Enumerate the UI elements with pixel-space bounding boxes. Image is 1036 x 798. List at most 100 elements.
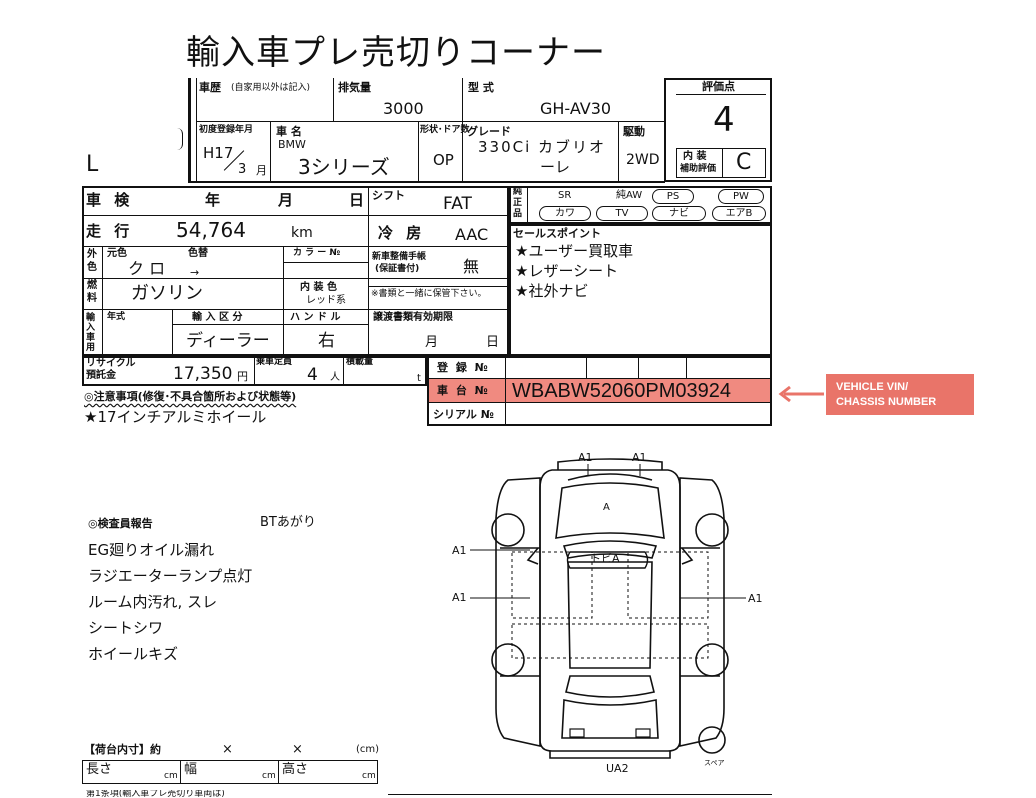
vin-callout-line1: VEHICLE VIN/ xyxy=(836,381,909,393)
shift-value: FAT xyxy=(443,194,472,214)
change-color-label: 色替 xyxy=(188,248,208,259)
car-name-label: 車 名 xyxy=(276,125,302,138)
inspector-item-5: ホイールキズ xyxy=(88,645,179,663)
orig-color-label: 元色 xyxy=(107,248,127,259)
inspection-year: 年 xyxy=(205,191,221,209)
recycle-unit: 円 xyxy=(237,370,248,383)
recycle-value: 17,350 xyxy=(173,364,233,384)
mark-left-upper: A1 xyxy=(452,544,467,557)
sales-point-1: ★ユーザー買取車 xyxy=(515,242,634,260)
cargo-label: 【荷台内寸】約 xyxy=(84,743,161,756)
ac-label: 冷 房 xyxy=(378,224,426,242)
equip-tv: TV xyxy=(596,206,648,221)
car-model: 3シリーズ xyxy=(298,155,390,179)
hood-badge xyxy=(566,551,649,569)
interior-score-label2: 補助評価 xyxy=(680,164,717,174)
inspector-item-1: EG廻りオイル漏れ xyxy=(88,541,215,559)
sales-point-3: ★社外ナビ xyxy=(515,282,589,300)
inspector-item-2: ラジエーターランプ点灯 xyxy=(88,567,253,585)
grade-line2: ーレ xyxy=(540,158,571,176)
equip-leather: カワ xyxy=(539,206,591,221)
warranty-label2: (保証書付) xyxy=(375,264,420,274)
registration-no-label: 登 録 № xyxy=(437,361,490,374)
import-year-label: 年式 xyxy=(107,312,126,322)
inspector-item-3: ルーム内汚れ, スレ xyxy=(88,593,218,611)
interior-color-label: 内 装 色 xyxy=(300,282,337,293)
grade-line1: 330Ci カブリオ xyxy=(478,138,607,156)
shift-label: シフト xyxy=(372,189,405,202)
cargo-unit: (cm) xyxy=(356,744,380,755)
equip-ps: PS xyxy=(652,189,694,204)
ext-color-label2: 色 xyxy=(87,262,97,273)
inspector-label: ◎検査員報告 xyxy=(88,517,153,530)
interior-color-value: レッド系 xyxy=(306,295,346,306)
capacity-value: 4 xyxy=(307,365,318,385)
inspection-label: 車 検 xyxy=(86,191,134,209)
body-doors-label: 形状･ドア数 xyxy=(420,125,470,135)
leader-lines xyxy=(470,464,746,599)
equip-navi: ナビ xyxy=(652,206,706,221)
chassis-no-label: 車 台 № xyxy=(437,384,490,397)
mileage-unit: km xyxy=(291,225,313,241)
docs-validity-label: 譲渡書類有効期限 xyxy=(373,312,453,323)
car-outline xyxy=(491,458,729,759)
history-note: (自家用以外は記入) xyxy=(231,83,311,93)
mark-roof: A xyxy=(603,502,610,513)
interior-dashed xyxy=(511,551,709,659)
score-label: 評価点 xyxy=(702,80,735,93)
model-code-value: GH-AV30 xyxy=(540,99,612,118)
model-code-label: 型 式 xyxy=(468,81,494,94)
recycle-label2: 預託金 xyxy=(86,370,116,381)
first-registration-month-unit: 月 xyxy=(256,164,267,177)
inspection-day: 日 xyxy=(349,191,365,209)
interior-score-label1: 内 装 xyxy=(683,151,707,162)
handle-label: ハ ン ド ル xyxy=(290,312,341,323)
mark-left-lower: A1 xyxy=(452,591,467,604)
spare-label: スペア xyxy=(704,759,725,767)
mark-right: A1 xyxy=(748,592,763,605)
capacity-label: 乗車定員 xyxy=(256,357,293,367)
docs-validity-month: 月 xyxy=(425,335,439,350)
cargo-width-unit: cm xyxy=(262,771,276,781)
load-unit: t xyxy=(417,373,421,384)
mileage-label: 走 行 xyxy=(86,222,134,240)
inspector-item-4: シートシワ xyxy=(88,619,164,637)
equipment-label1: 純 xyxy=(513,187,523,197)
mark-hood: トビA xyxy=(590,552,620,565)
warranty-value: 無 xyxy=(463,257,480,276)
import-type-label: 輸 入 区 分 xyxy=(192,312,243,323)
bracket-mark xyxy=(177,128,183,150)
first-registration-year: H17 xyxy=(203,144,234,162)
equipment-label3: 品 xyxy=(513,209,523,219)
score-value: 4 xyxy=(713,100,735,140)
vin-highlight xyxy=(429,378,772,402)
equip-pw: PW xyxy=(718,189,764,204)
recycle-label1: リサイクル xyxy=(86,358,136,369)
car-damage-diagram xyxy=(470,458,746,759)
ext-color-label1: 外 xyxy=(87,249,97,260)
ac-value: AAC xyxy=(455,225,489,244)
sales-points-label: セールスポイント xyxy=(513,227,601,240)
grade-label: グレード xyxy=(467,125,511,138)
serial-no-label: シリアル № xyxy=(433,408,494,421)
body-doors-value: OP xyxy=(433,151,454,169)
mileage-value: 54,764 xyxy=(176,218,246,242)
vin-callout: VEHICLE VIN/ CHASSIS NUMBER xyxy=(826,374,974,415)
displacement-label: 排気量 xyxy=(338,81,371,94)
side-letter: L xyxy=(86,152,99,177)
mark-bottom: UA2 xyxy=(606,762,629,775)
fuel-value: ガソリン xyxy=(131,283,203,304)
callout-arrow-icon xyxy=(778,385,824,403)
first-registration-label: 初度登録年月 xyxy=(199,125,254,135)
docs-validity-day: 日 xyxy=(486,335,500,350)
mark-top-right: A1 xyxy=(632,451,647,464)
first-registration-month: 3 xyxy=(238,162,247,177)
inspection-month: 月 xyxy=(278,191,294,209)
warranty-note: ※書類と一緒に保管下さい。 xyxy=(371,289,487,299)
cargo-height-unit: cm xyxy=(362,771,376,781)
cargo-length-label: 長さ xyxy=(86,762,113,777)
cargo-bottom-cut: 第1条項(輸入車プレ売切り車両は) xyxy=(86,790,225,798)
equip-aw: 純AW xyxy=(616,190,643,201)
page-title: 輸入車プレ売切りコーナー xyxy=(186,33,606,73)
warranty-label1: 新車整備手帳 xyxy=(372,252,427,262)
